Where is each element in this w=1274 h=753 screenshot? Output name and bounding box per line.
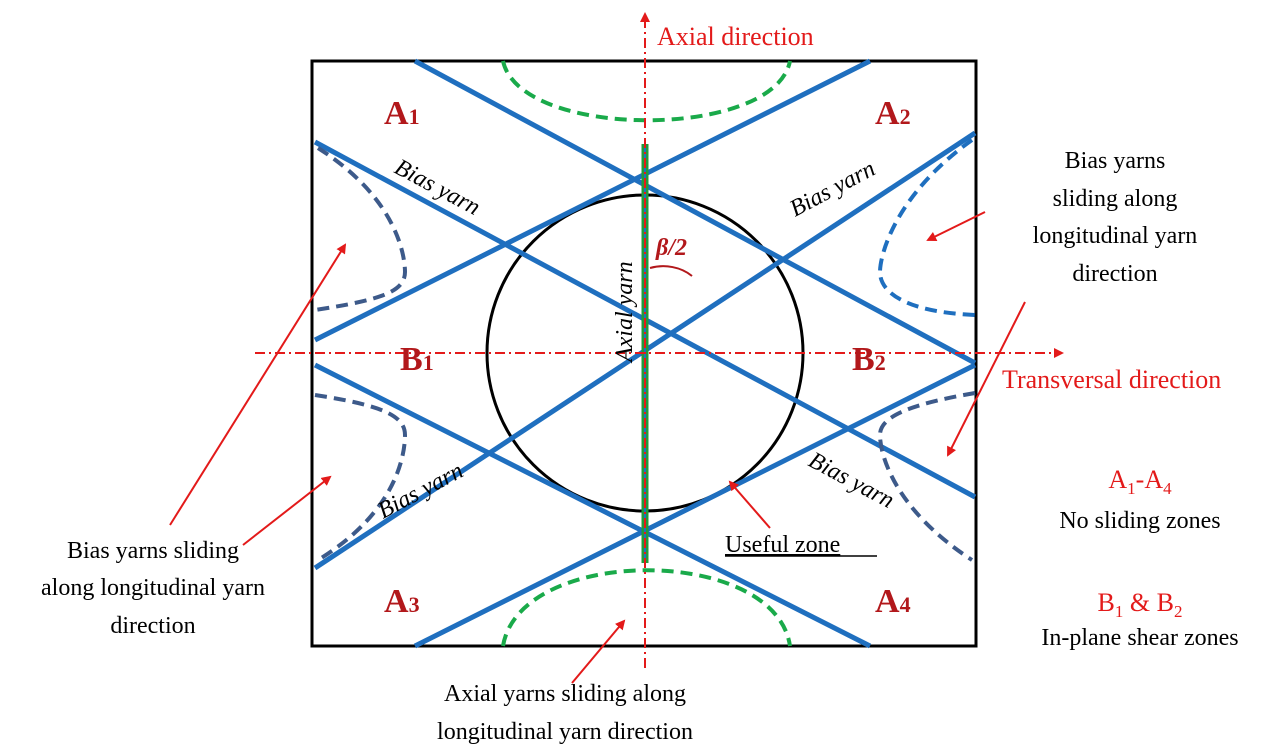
- annotation-line: sliding along: [1053, 186, 1178, 212]
- annotation-right-top: Bias yarns sliding along longitudinal ya…: [1033, 148, 1198, 287]
- annotation-line: Axial yarns sliding along: [444, 681, 686, 707]
- arrow-bottom-center: [571, 619, 626, 684]
- bias-yarn-line: [313, 58, 872, 343]
- axial-yarn-label: Axial yarn: [612, 261, 638, 364]
- annotation-line: direction: [1072, 261, 1157, 287]
- annotation-line: Bias yarns: [1065, 148, 1166, 174]
- legend-a-description: No sliding zones: [1059, 508, 1220, 534]
- legend: A1-A4 No sliding zones B1 & B2 In-plane …: [1041, 465, 1238, 651]
- bias-sliding-boundary-left-bottom: [314, 393, 408, 562]
- zone-label-b2: B2: [852, 341, 886, 378]
- zone-label-a2: A2: [875, 95, 911, 132]
- bias-sliding-boundary-left-top: [314, 146, 408, 312]
- arrow-left-top: [169, 243, 347, 526]
- bias-yarn-label-bottom-left: Bias yarn: [374, 458, 468, 524]
- axial-direction-label: Axial direction: [657, 22, 814, 51]
- angle-arc: [649, 265, 693, 277]
- bias-sliding-boundary-right-bottom: [877, 391, 976, 562]
- annotation-arrows: [169, 211, 1026, 684]
- annotation-line: along longitudinal yarn: [41, 575, 265, 601]
- annotation-bottom-center: Axial yarns sliding along longitudinal y…: [437, 681, 693, 745]
- arrow-useful-zone: [728, 480, 771, 529]
- annotation-left-bottom: Bias yarns sliding along longitudinal ya…: [41, 538, 265, 639]
- axial-sliding-boundary-top: [501, 60, 792, 123]
- bias-yarn-label-top-right: Bias yarn: [786, 156, 880, 222]
- zone-labels: A1 A2 A3 A4 B1 B2: [384, 95, 911, 620]
- legend-a-zones: A1-A4: [1108, 465, 1172, 498]
- arrow-left-bottom: [242, 475, 332, 546]
- arrow-right-bottom: [947, 301, 1026, 457]
- useful-zone-label: Useful zone: [725, 532, 840, 558]
- yarn-labels: Bias yarn Bias yarn Bias yarn Bias yarn …: [374, 154, 899, 524]
- bias-yarn-line: [413, 362, 977, 649]
- arrow-right-top: [926, 211, 986, 241]
- annotation-line: Bias yarns sliding: [67, 538, 239, 564]
- zone-label-b1: B1: [400, 341, 434, 378]
- zone-label-a4: A4: [875, 583, 911, 620]
- annotation-line: longitudinal yarn: [1033, 223, 1198, 249]
- angle-label: β/2: [655, 235, 687, 261]
- axial-sliding-boundary-bottom: [501, 568, 792, 647]
- bias-yarn-label-bottom-right: Bias yarn: [804, 447, 898, 513]
- annotation-line: longitudinal yarn direction: [437, 719, 693, 745]
- legend-b-description: In-plane shear zones: [1041, 625, 1238, 651]
- zone-label-a3: A3: [384, 583, 420, 620]
- zone-label-a1: A1: [384, 95, 420, 132]
- bias-yarn-line: [313, 362, 872, 649]
- transversal-direction-label: Transversal direction: [1002, 365, 1221, 394]
- legend-b-zones: B1 & B2: [1098, 588, 1183, 621]
- annotation-line: direction: [110, 613, 195, 639]
- bias-yarn-line: [413, 58, 977, 366]
